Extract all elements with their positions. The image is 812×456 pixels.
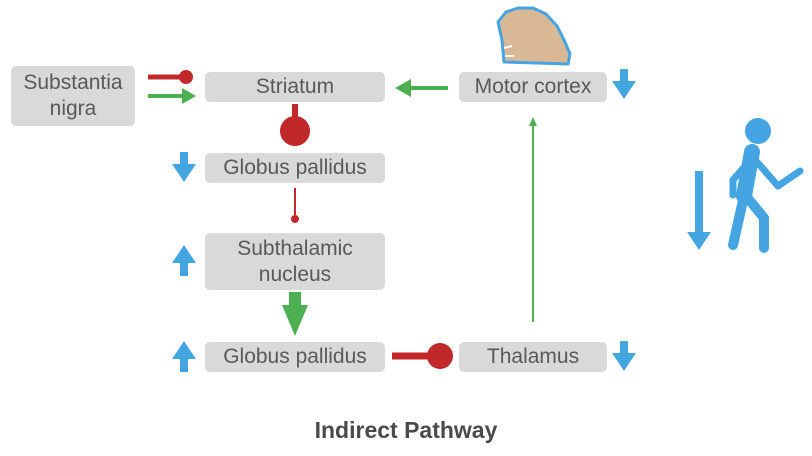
excitatory-arrow-stn-gpi: [282, 292, 308, 336]
subthalamic-nucleus-label: Subthalamic nucleus: [237, 236, 353, 286]
movement-decrease-arrow: [687, 171, 711, 250]
substantia-nigra-label: Substantia nigra: [23, 71, 123, 120]
globus-pallidus-internal-label: Globus pallidus: [223, 345, 367, 368]
inhibitory-connector-striatum-gpe: [280, 104, 310, 146]
motor-cortex-node: Motor cortex: [459, 72, 607, 102]
brain-icon: [496, 6, 572, 66]
globus-pallidus-external-node: Globus pallidus: [205, 153, 385, 183]
striatum-label: Striatum: [255, 75, 335, 98]
substantia-nigra-node: Substantia nigra: [11, 66, 135, 126]
thalamus-node: Thalamus: [459, 342, 607, 372]
globus-pallidus-internal-node: Globus pallidus: [205, 342, 385, 372]
stn-increase-arrow: [172, 245, 196, 276]
thalamus-decrease-arrow: [612, 341, 636, 371]
subthalamic-nucleus-node: Subthalamic nucleus: [205, 233, 385, 290]
motor-cortex-decrease-arrow: [612, 69, 636, 99]
walking-person-icon: [728, 118, 804, 253]
thalamus-label: Thalamus: [486, 345, 580, 368]
inhibitory-connector-gpi-thalamus: [392, 343, 453, 369]
excitatory-arrow-cortex-striatum: [395, 79, 448, 97]
inhibitory-connector-gpe-stn: [291, 188, 299, 223]
striatum-node: Striatum: [205, 72, 385, 102]
gpe-decrease-arrow: [172, 152, 196, 182]
excitatory-arrow-thalamus-cortex: [529, 117, 537, 322]
gpi-increase-arrow: [172, 341, 196, 372]
motor-cortex-label: Motor cortex: [474, 75, 592, 98]
globus-pallidus-external-label: Globus pallidus: [223, 156, 367, 179]
excitatory-arrow-substantia-striatum: [148, 88, 196, 104]
diagram-title: Indirect Pathway: [314, 417, 498, 443]
inhibitory-connector-substantia-striatum: [148, 70, 193, 84]
